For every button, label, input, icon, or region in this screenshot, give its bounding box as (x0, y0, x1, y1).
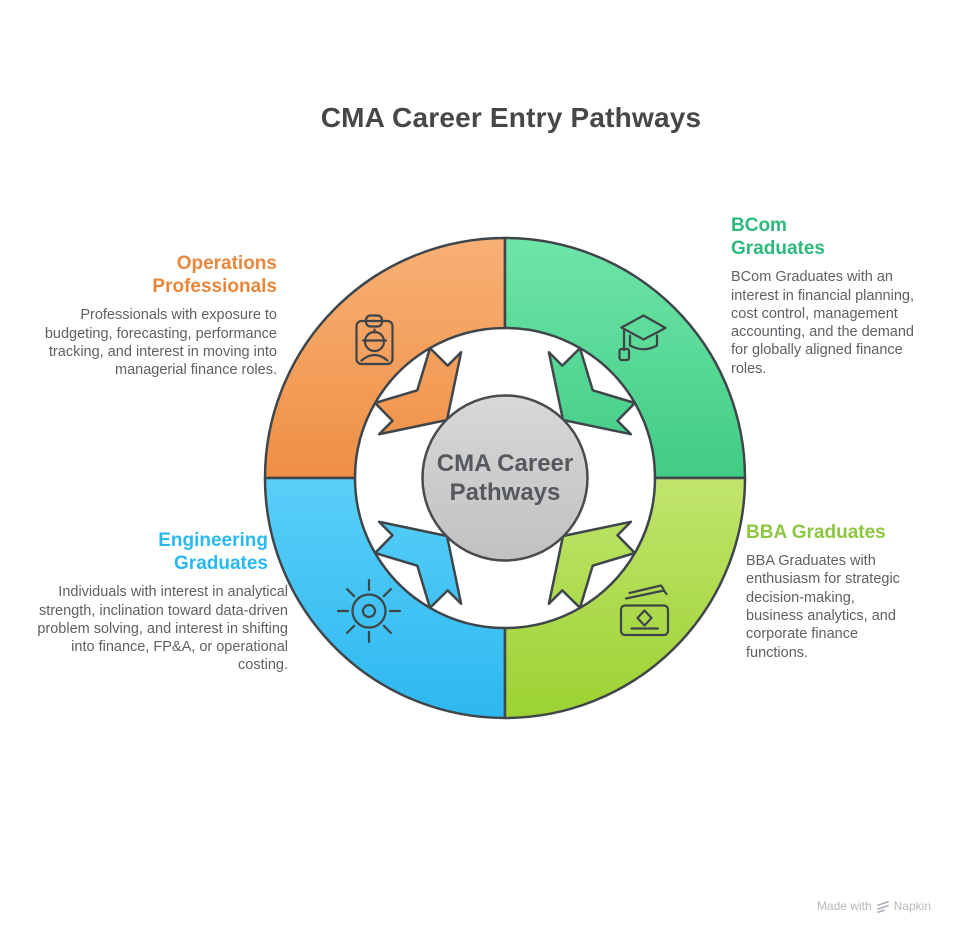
segment-operations-text: Operations Professionals Professionals w… (40, 252, 277, 379)
segment-engineering-shape (263, 476, 507, 720)
segment-bba-text: BBA Graduates BBA Graduates with enthusi… (746, 521, 902, 662)
segment-engineering-text: Engineering Graduates Individuals with i… (36, 529, 288, 675)
segment-bcom-body: BCom Graduates with an interest in finan… (731, 269, 914, 377)
id-badge-icon (355, 314, 394, 366)
segment-operations-body: Professionals with exposure to budgeting… (44, 307, 277, 379)
center-label-line2: Pathways (450, 479, 561, 506)
segment-bba-shape (503, 476, 747, 720)
segment-bcom-heading: BCom Graduates (731, 215, 825, 260)
page-title: CMA Career Entry Pathways (320, 102, 702, 133)
segment-bba-heading: BBA Graduates (746, 522, 886, 543)
napkin-logo-icon (876, 900, 889, 913)
segment-engineering-heading: Engineering Graduates (158, 530, 268, 575)
segment-engineering-body: Individuals with interest in analytical … (37, 584, 288, 674)
made-with-napkin-credit[interactable]: Made with Napkin (817, 899, 931, 913)
segment-bba-body: BBA Graduates with enthusiasm for strate… (746, 553, 900, 661)
banknotes-icon (619, 584, 670, 637)
napkin-brand-label: Napkin (893, 899, 931, 913)
gear-icon (336, 578, 402, 644)
segment-bcom-shape (503, 236, 747, 480)
segment-bcom-text: BCom Graduates BCom Graduates with an in… (731, 214, 927, 378)
segment-operations-heading: Operations Professionals (152, 253, 277, 298)
graduation-cap-icon (618, 314, 667, 362)
center-label-line1: CMA Career (437, 450, 574, 477)
made-with-label: Made with (816, 899, 872, 913)
center-circle (421, 394, 589, 562)
